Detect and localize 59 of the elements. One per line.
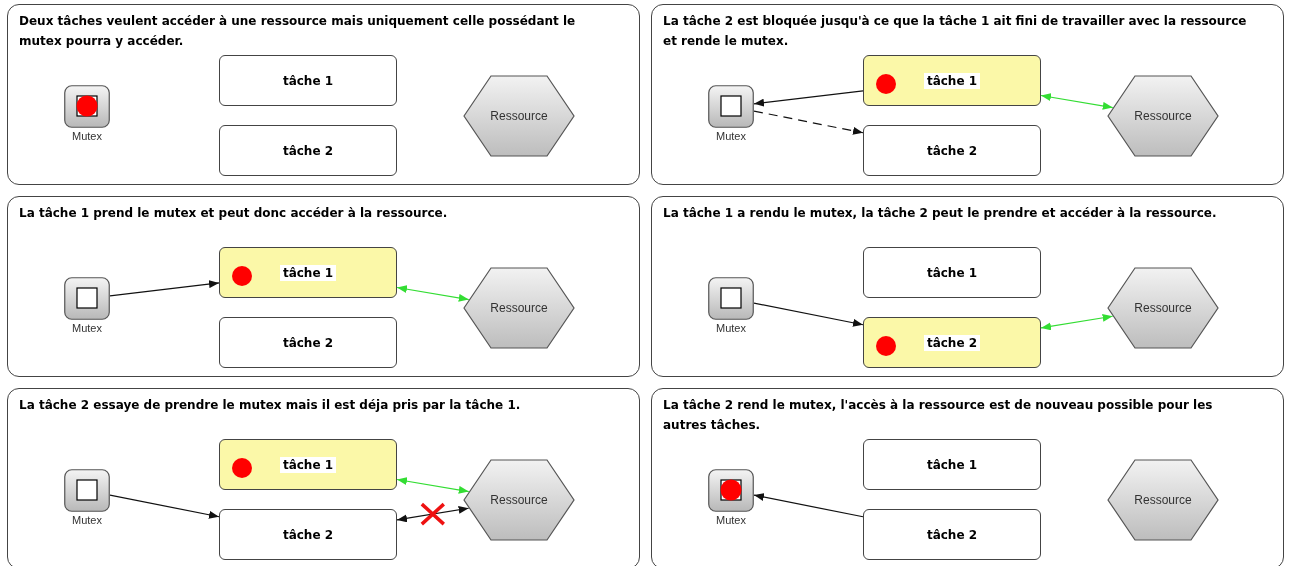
scenario-panel [7,388,640,566]
task-box [219,125,397,176]
task-label: tâche 2 [923,334,981,351]
task-box [863,439,1041,490]
mutex-label: Mutex [716,130,746,142]
task-box [219,317,397,368]
arrow [753,493,864,518]
task-label: tâche 2 [925,526,979,543]
caption-text: La tâche 2 rend le mutex, l'accès à la ressource est de nouveau possible pour les autres tâches. [663,397,1214,434]
resource-label: Ressource [489,109,549,123]
task-box [863,125,1041,176]
scenario-panel [651,4,1284,185]
task-label: tâche 1 [925,264,979,281]
scenario-panel [651,196,1284,377]
mutex-label: Mutex [716,514,746,526]
mutex-label: Mutex [716,322,746,334]
caption-text: La tâche 1 a rendu le mutex, la tâche 2 peut le prendre et accéder à la ressource. [663,205,1218,222]
arrow [1040,313,1114,331]
arrow [396,477,470,494]
task-label: tâche 2 [925,142,979,159]
arrow [109,494,220,519]
task-box [863,55,1041,106]
task-box [219,509,397,560]
resource-label: Ressource [1133,301,1193,315]
task-label: tâche 1 [279,456,337,473]
task-label: tâche 2 [281,142,335,159]
arrow [396,505,470,523]
resource-label: Ressource [1133,109,1193,123]
task-box [219,55,397,106]
mutex-label: Mutex [72,322,102,334]
resource-label: Ressource [489,493,549,507]
caption-text: La tâche 2 essaye de prendre le mutex mais il est déja pris par la tâche 1. [19,397,522,414]
caption-text: La tâche 1 prend le mutex et peut donc accéder à la ressource. [19,205,449,222]
task-box [219,247,397,298]
arrow [1040,93,1114,110]
scenario-panel [651,388,1284,566]
mutex-label: Mutex [72,514,102,526]
task-label: tâche 2 [281,526,335,543]
scenario-panel [7,196,640,377]
resource-label: Ressource [489,301,549,315]
task-label: tâche 1 [279,264,337,281]
task-box [863,247,1041,298]
task-box [219,439,397,490]
task-label: tâche 1 [925,456,979,473]
task-label: tâche 2 [281,334,335,351]
arrow [396,285,470,302]
arrow [753,90,864,107]
resource-label: Ressource [1133,493,1193,507]
caption-text: La tâche 2 est bloquée jusqu'à ce que la tâche 1 ait fini de travailler avec la ressource et rende le mutex. [663,13,1248,50]
task-label: tâche 1 [923,72,981,89]
caption-text: Deux tâches veulent accéder à une ressource mais uniquement celle possédant le mutex pourra y accéder. [19,13,577,50]
arrow [753,302,864,327]
arrow [753,110,864,135]
task-label: tâche 1 [281,72,335,89]
task-box [863,317,1041,368]
mutex-label: Mutex [72,130,102,142]
scenario-panel [7,4,640,185]
task-box [863,509,1041,560]
arrow [109,280,220,297]
